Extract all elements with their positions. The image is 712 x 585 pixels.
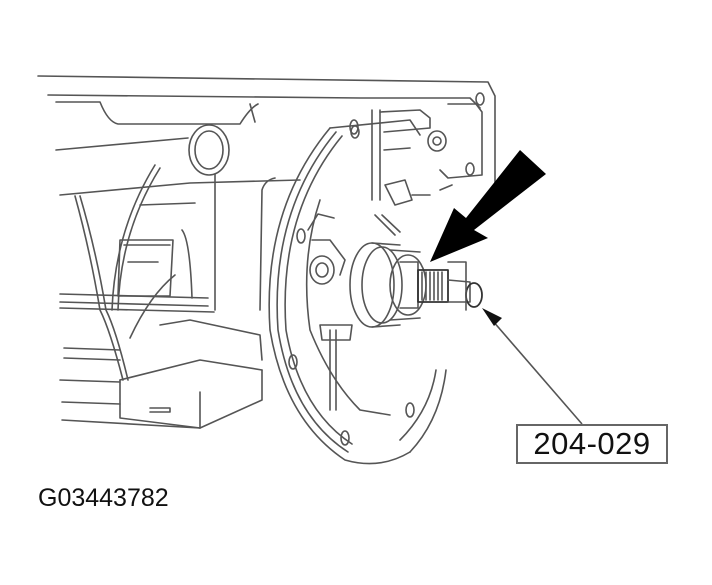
tool-callout-label: 204-029 [516,424,668,464]
valve-body-upper [349,92,485,236]
figure-id: G03443782 [38,484,169,512]
bold-indicator-arrow [430,150,546,262]
callout-leader-line [482,308,583,425]
tool-number: 204-029 [533,426,651,461]
pump-hub-and-tool [349,242,483,328]
pump-flange [268,119,447,465]
transmission-case [37,75,496,429]
